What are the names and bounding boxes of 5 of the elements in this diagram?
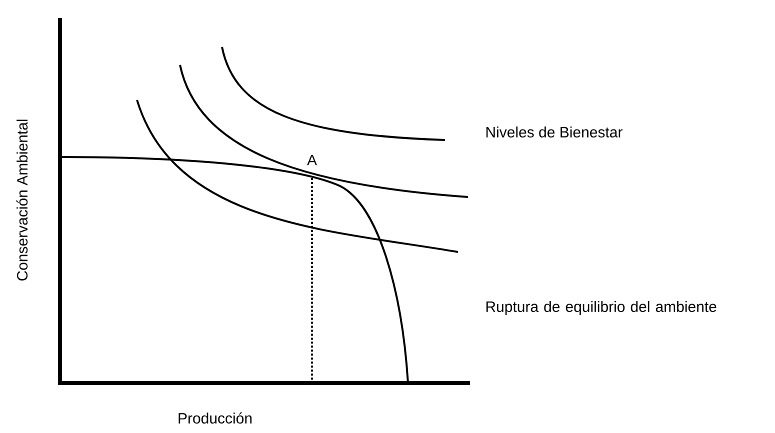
point-label: A — [307, 154, 317, 166]
axis-label: Producción — [178, 412, 252, 424]
curve-label: Ruptura de equilibrio del ambiente — [486, 301, 716, 315]
axis-label: Conservación Ambiental — [16, 120, 28, 281]
curve-label: Niveles de Bienestar — [486, 126, 622, 138]
